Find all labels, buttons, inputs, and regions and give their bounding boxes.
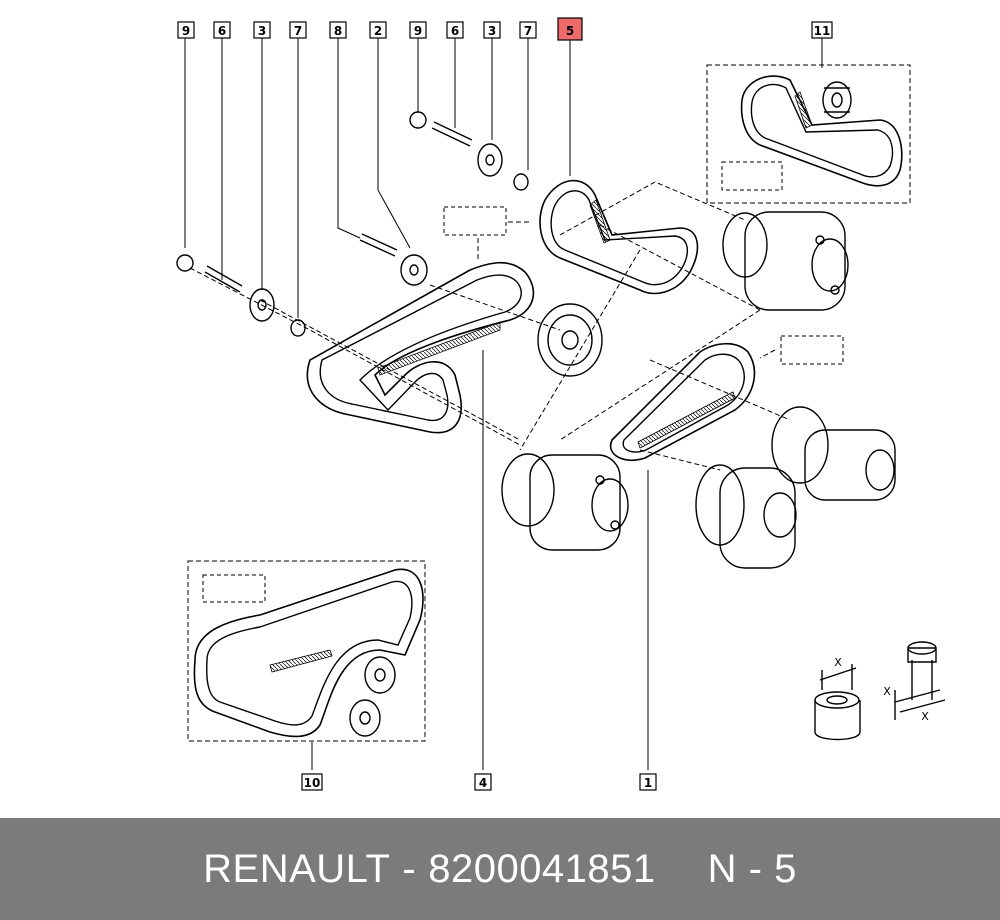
torque-label-bolt-length: X — [883, 685, 891, 698]
svg-text:1: 1 — [644, 776, 652, 790]
belt-5 — [539, 179, 699, 295]
idler-assembly — [359, 233, 428, 286]
inset-label-box-10 — [202, 574, 266, 603]
diagram-drawing: 9 6 3 7 8 2 9 6 3 7 5 11 — [176, 17, 946, 791]
svg-text:7: 7 — [294, 24, 302, 38]
inset-pulley-11 — [822, 81, 852, 119]
diagram-position: N - 5 — [707, 846, 797, 891]
callout-3-left: 3 — [253, 21, 271, 39]
callout-6-left: 6 — [213, 21, 231, 39]
callout-3-right: 3 — [483, 21, 501, 39]
callout-11: 11 — [811, 21, 833, 39]
belt-1 — [609, 342, 756, 462]
callout-9-left: 9 — [177, 21, 195, 39]
callout-10: 10 — [301, 773, 323, 791]
callout-2: 2 — [369, 21, 387, 39]
part-number: 8200041851 — [428, 846, 656, 891]
svg-text:7: 7 — [524, 24, 532, 38]
svg-text:10: 10 — [304, 776, 321, 790]
callout-8: 8 — [329, 21, 347, 39]
torque-label-bolt-diameter: X — [921, 710, 929, 723]
inset-box-11 — [706, 64, 911, 204]
ac-compressor-lower — [501, 453, 629, 551]
exploded-parts-diagram: 9 6 3 7 8 2 9 6 3 7 5 11 — [176, 17, 946, 791]
callout-7-left: 7 — [289, 21, 307, 39]
callout-5-highlight — [557, 17, 583, 41]
svg-text:11: 11 — [814, 24, 831, 38]
blank-label-box-b — [780, 335, 844, 365]
nut-torque-icon — [814, 664, 861, 741]
inset-belt-11 — [740, 75, 903, 187]
svg-text:8: 8 — [334, 24, 342, 38]
blank-label-box-a — [443, 206, 507, 236]
alternator-upper — [771, 406, 896, 501]
svg-text:3: 3 — [488, 24, 496, 38]
bolt-torque-icon — [894, 641, 946, 720]
belt-4 — [306, 261, 535, 434]
leader-lines — [184, 38, 823, 770]
inset-label-box-11 — [721, 161, 783, 191]
callout-5-highlighted[interactable]: 5 — [557, 17, 583, 41]
inset-box-10 — [187, 560, 426, 742]
callout-6-right: 6 — [446, 21, 464, 39]
alternator-lower — [695, 464, 797, 569]
svg-text:6: 6 — [218, 24, 226, 38]
callout-9-right: 9 — [409, 21, 427, 39]
torque-label-nut: X — [834, 656, 842, 669]
svg-text:5: 5 — [566, 24, 574, 38]
footer-separator: - — [402, 846, 417, 891]
svg-text:9: 9 — [414, 24, 422, 38]
hardware-set-lower — [176, 254, 306, 337]
inset-pulleys-10 — [349, 656, 396, 737]
callout-7-right: 7 — [519, 21, 537, 39]
svg-text:4: 4 — [479, 776, 487, 790]
brand-name: RENAULT — [203, 846, 391, 891]
ac-compressor-upper — [722, 211, 849, 311]
svg-text:2: 2 — [374, 24, 382, 38]
callout-4: 4 — [474, 773, 492, 791]
crankshaft-pulley — [537, 303, 603, 377]
part-info-footer: RENAULT - 8200041851 N - 5 — [0, 818, 1000, 920]
hardware-set-upper — [409, 111, 529, 191]
svg-text:6: 6 — [451, 24, 459, 38]
inset-belt-10 — [193, 568, 424, 738]
svg-text:3: 3 — [258, 24, 266, 38]
svg-text:9: 9 — [182, 24, 190, 38]
callout-1: 1 — [639, 773, 657, 791]
